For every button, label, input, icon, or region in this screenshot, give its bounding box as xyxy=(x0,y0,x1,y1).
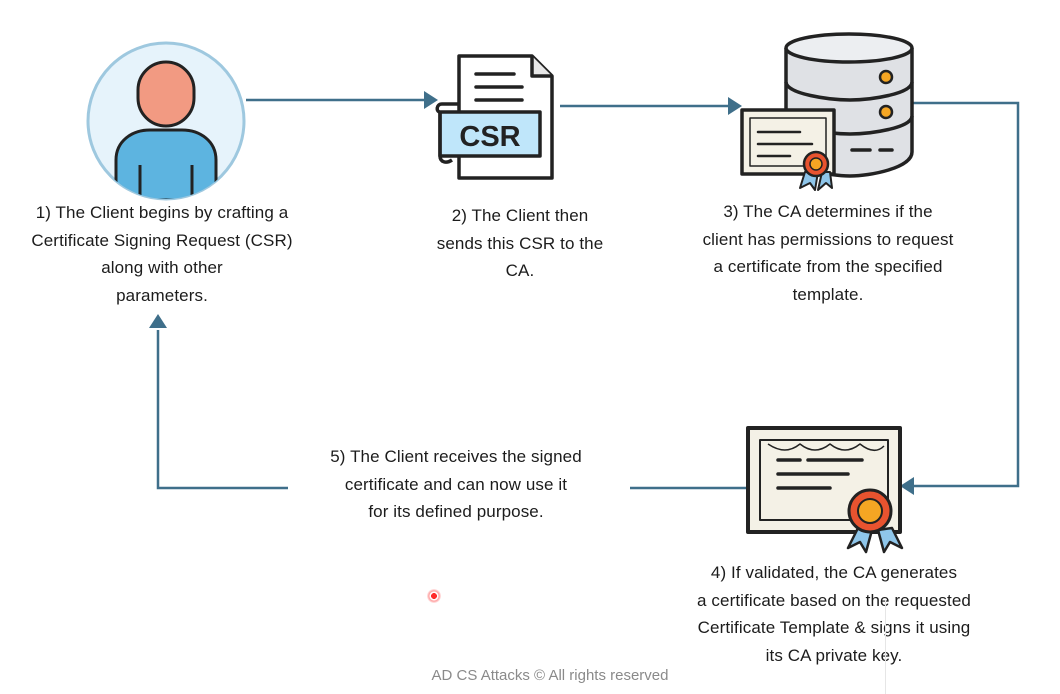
arrow-step5-to-client xyxy=(156,330,288,490)
arrow-heads xyxy=(149,91,914,495)
csr-document-icon: CSR xyxy=(435,54,554,180)
step-3-line-2: client has permissions to request xyxy=(702,229,954,249)
step-1-line-3: along with other xyxy=(101,258,223,277)
step-1-line-4: parameters. xyxy=(116,285,208,305)
step-1-line-1: 1) The Client begins by crafting a xyxy=(35,203,289,222)
step-4-line-2: a certificate based on the requested xyxy=(697,590,971,610)
step-5-line-3: for its defined purpose. xyxy=(368,502,544,521)
connector-arrows xyxy=(156,98,1020,490)
divider xyxy=(885,600,886,694)
step-2-line-2: sends this CSR to the xyxy=(436,233,604,253)
step-5-line-1: 5) The Client receives the signed xyxy=(330,447,582,466)
step-2-line-1: 2) The Client then xyxy=(451,206,589,225)
step-3-line-3: a certificate from the specified xyxy=(713,257,943,276)
signed-certificate-icon xyxy=(746,426,904,554)
arrowhead-right-1 xyxy=(424,91,438,109)
step-4-line-3: Certificate Template & signs it using xyxy=(697,618,971,637)
step-3-text: 3) The CA determines if the client has p… xyxy=(668,198,988,308)
step-2-text: 2) The Client then sends this CSR to the… xyxy=(400,202,640,285)
step-2-line-3: CA. xyxy=(505,261,535,280)
arrowhead-up-client xyxy=(149,314,167,328)
step-4-line-4: its CA private key. xyxy=(765,645,903,665)
ca-server-certificate-icon xyxy=(740,32,914,191)
csr-label: CSR xyxy=(459,121,520,153)
user-icon xyxy=(86,41,246,201)
step-1-line-2: Certificate Signing Request (CSR) xyxy=(31,230,293,250)
step-3-line-4: template. xyxy=(792,284,864,304)
step-4-line-1: 4) If validated, the CA generates xyxy=(710,563,958,582)
arrow-ca-to-certificate xyxy=(912,101,1020,488)
pointer-highlight xyxy=(427,589,441,603)
arrowhead-right-2 xyxy=(728,97,742,115)
step-5-line-2: certificate and can now use it xyxy=(344,474,568,494)
step-4-text: 4) If validated, the CA generates a cert… xyxy=(664,559,1004,669)
copyright-footer: AD CS Attacks © All rights reserved xyxy=(431,667,669,684)
step-1-text: 1) The Client begins by crafting a Certi… xyxy=(12,199,312,309)
step-3-line-1: 3) The CA determines if the xyxy=(723,202,933,221)
step-5-text: 5) The Client receives the signed certif… xyxy=(296,443,616,526)
arrowhead-left-cert xyxy=(900,477,914,495)
